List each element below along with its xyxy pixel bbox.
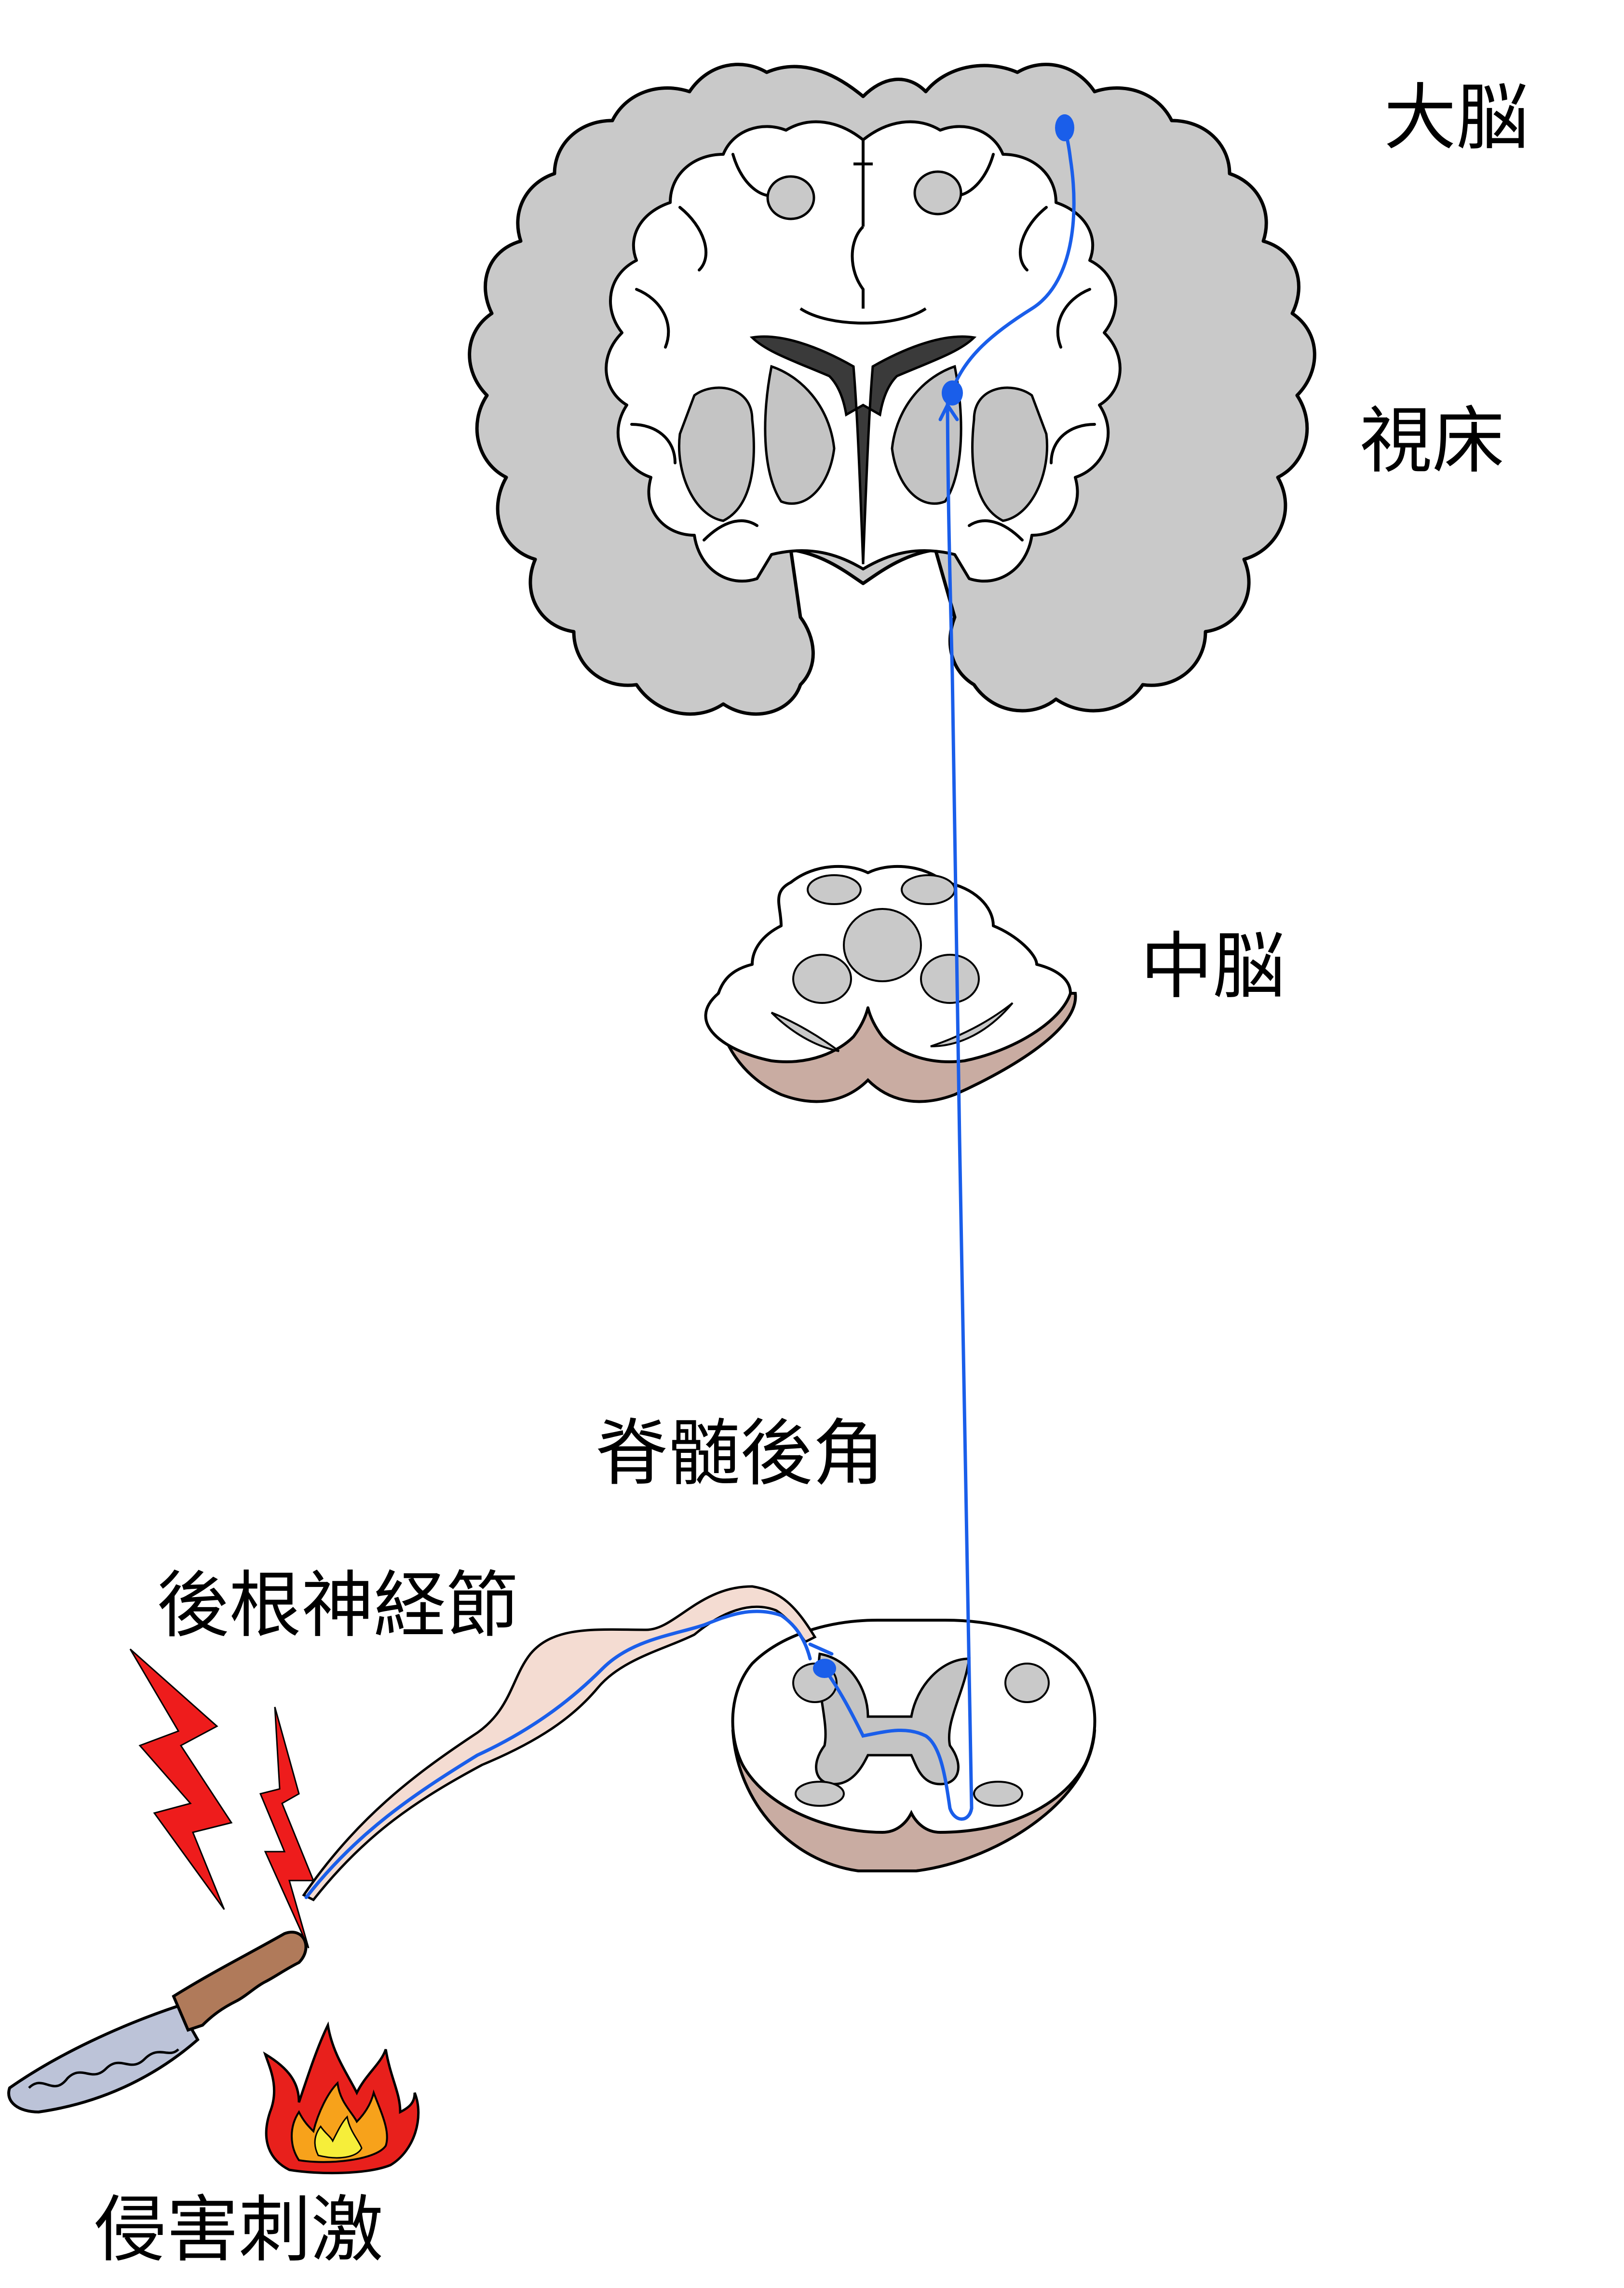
synapse-mark-spinal (808, 1642, 834, 1656)
flame-inner (314, 2115, 363, 2159)
knife-blade (7, 2004, 200, 2114)
spinal-tract-4 (973, 1781, 1023, 1807)
lightning-icon (129, 1648, 315, 1949)
first-order-neuron (304, 1610, 812, 1899)
synapse-mark-thalamus (938, 402, 959, 421)
label-dorsal-root-ganglion: 後根神経節 (157, 1564, 519, 1648)
label-noxious-stimulus: 侵害刺激 (94, 2188, 384, 2272)
interhemispheric-fissure (851, 140, 873, 309)
midbrain-nucleus-4 (920, 954, 980, 1004)
cortical-neuron-body (1055, 114, 1074, 141)
spinothalamic-tract (946, 384, 974, 1810)
cerebral-nucleus-left (766, 175, 815, 220)
dorsal-root-nerve (302, 1585, 817, 1902)
cerebrum-section (468, 63, 1316, 716)
putamen-right (971, 386, 1048, 522)
thalamic-neuron-body (942, 380, 963, 406)
putamen-left (678, 386, 755, 522)
label-dorsal-horn: 脊髄後角 (595, 1412, 885, 1496)
nerve-fiber (302, 1585, 817, 1902)
thalamus-left (764, 365, 836, 505)
label-thalamus: 視床 (1360, 399, 1505, 483)
substantia-nigra-left (771, 1012, 840, 1052)
midbrain-section (704, 865, 1077, 1103)
dorsal-horn-neuron-body (813, 1659, 836, 1678)
spinal-gray-matter (815, 1652, 971, 1786)
midbrain-nucleus-1 (807, 874, 862, 905)
lateral-ventricles (749, 335, 977, 565)
substantia-nigra-right (930, 1002, 1014, 1047)
knife-edge (28, 2048, 179, 2089)
pain-pathway (304, 119, 1076, 1899)
midbrain-nucleus-3 (792, 954, 852, 1004)
spinal-cord-section (731, 1619, 1096, 1872)
dorsal-horn-connection (820, 1664, 974, 1821)
label-cerebrum: 大脳 (1384, 76, 1529, 160)
knife-icon (7, 1931, 308, 2114)
thalamus-right (891, 365, 962, 505)
midbrain-aqueduct-area (843, 908, 922, 982)
label-midbrain: 中脳 (1140, 925, 1286, 1009)
spinal-tract-2 (1004, 1663, 1050, 1703)
thalamocortical-neuron (950, 119, 1076, 393)
neuron-cell-bodies (813, 114, 1074, 1678)
flame-icon (263, 2021, 420, 2175)
midbrain-nucleus-2 (901, 874, 956, 905)
cerebral-nucleus-right (913, 170, 962, 216)
corpus-callosum (799, 307, 927, 325)
spinal-tract-3 (795, 1781, 845, 1807)
knife-handle (172, 1931, 308, 2032)
